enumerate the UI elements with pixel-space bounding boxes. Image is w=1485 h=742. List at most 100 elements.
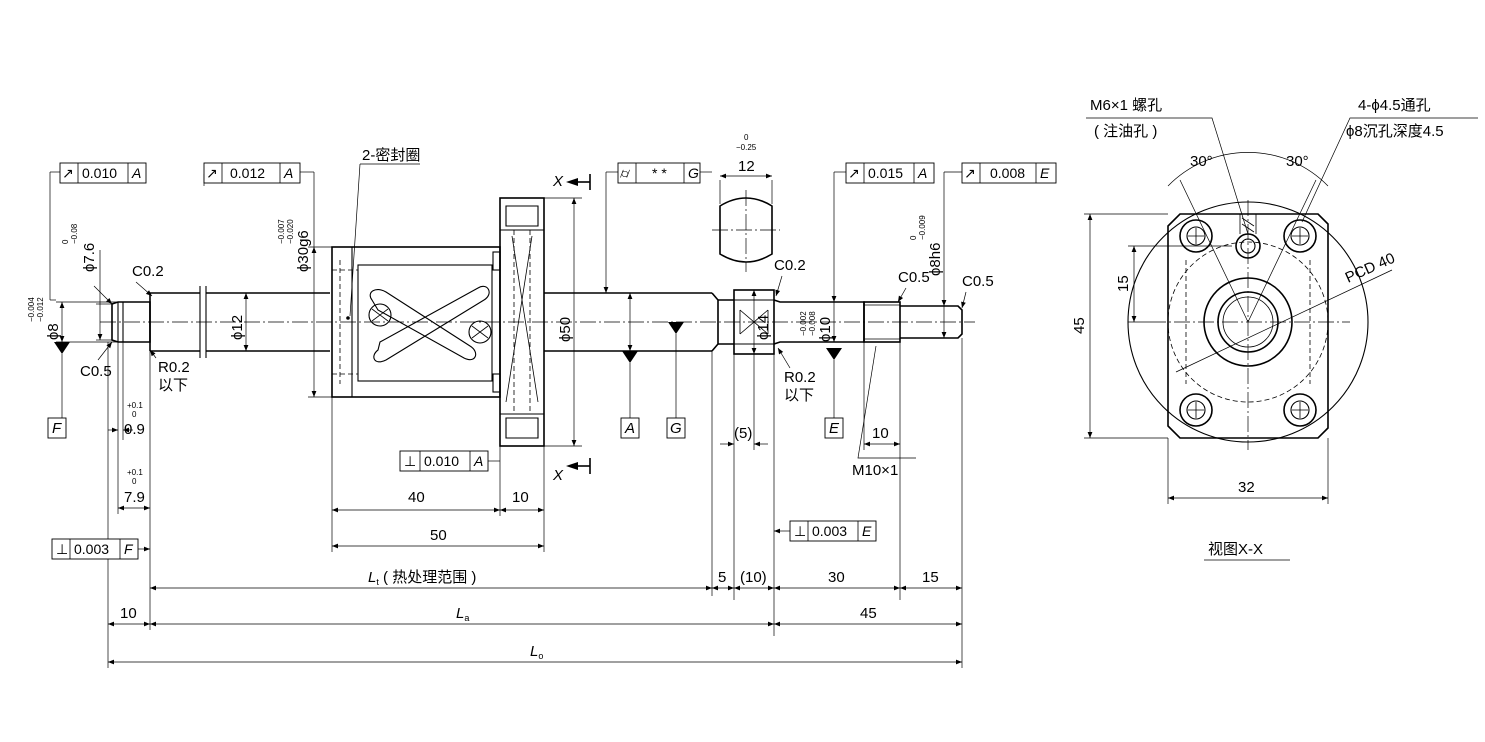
datum-e-label: E bbox=[829, 420, 840, 437]
oil-hole-label: ( 注油孔 ) bbox=[1094, 123, 1157, 140]
d79-tol-bottom: 0 bbox=[132, 477, 137, 486]
d79-tol-top: +0.1 bbox=[127, 468, 143, 477]
lo-label: Lo bbox=[530, 643, 543, 661]
d15-label: 15 bbox=[922, 569, 939, 586]
counterbore-label: ϕ8沉孔深度4.5 bbox=[1346, 123, 1444, 140]
d09-tol-top: +0.1 bbox=[127, 401, 143, 410]
c05-right-leader bbox=[897, 287, 907, 303]
svg-text:↗: ↗ bbox=[848, 165, 860, 181]
phi8-label: ϕ8 bbox=[45, 323, 62, 340]
tolerance-frame-1: ↗ 0.010 A bbox=[59, 162, 147, 184]
phi8-tol-bottom: −0.012 bbox=[36, 297, 45, 322]
shaft-break-mark bbox=[199, 286, 207, 358]
w12-label: 12 bbox=[738, 158, 755, 175]
shaft-end-chamfer bbox=[711, 292, 719, 352]
svg-text:A: A bbox=[131, 165, 141, 181]
d10-m-label: 10 bbox=[872, 425, 889, 442]
return-tube bbox=[368, 251, 501, 393]
d45-label: 45 bbox=[860, 605, 877, 622]
svg-text:↗: ↗ bbox=[206, 165, 218, 181]
flats-end-view bbox=[712, 173, 780, 272]
tolerance-frames: ↗ 0.010 A ↗ 0.012 A ⌭ * * G ↗ 0.015 A bbox=[50, 162, 1057, 560]
phi7-6-tol-top: 0 bbox=[61, 239, 70, 244]
nut-flange bbox=[499, 197, 545, 447]
svg-text:* *: * * bbox=[652, 165, 667, 181]
tolerance-frame-5: ↗ 0.008 E bbox=[961, 162, 1057, 184]
d5p-label: (5) bbox=[734, 425, 752, 442]
svg-text:↗: ↗ bbox=[62, 165, 74, 181]
angle-line-right bbox=[1247, 179, 1317, 323]
phi7-6-tol-bottom: −0.08 bbox=[70, 223, 79, 244]
d09-label: 0.9 bbox=[124, 421, 145, 438]
phi14-label: ϕ14 bbox=[755, 315, 772, 340]
c05-end-label: C0.5 bbox=[962, 273, 994, 290]
svg-text:⌭: ⌭ bbox=[620, 165, 630, 181]
r02-left-label: R0.2 bbox=[158, 359, 190, 376]
angle-right-label: 30° bbox=[1286, 153, 1309, 170]
svg-text:0.010: 0.010 bbox=[82, 165, 117, 181]
svg-text:G: G bbox=[688, 165, 699, 181]
section-label-bottom: X bbox=[552, 467, 564, 484]
phi8h6-tol-top: 0 bbox=[909, 235, 918, 240]
d30-label: 30 bbox=[828, 569, 845, 586]
section-arrow-bottom-head bbox=[566, 462, 578, 470]
svg-text:A: A bbox=[473, 453, 483, 469]
seal-label: 2-密封圈 bbox=[362, 147, 420, 164]
d09-tol-bottom: 0 bbox=[132, 410, 137, 419]
svg-text:↗: ↗ bbox=[964, 165, 976, 181]
d10p-label: (10) bbox=[740, 569, 767, 586]
svg-text:F: F bbox=[124, 541, 134, 557]
tolerance-frame-2: ↗ 0.012 A bbox=[203, 162, 301, 184]
datum-f-label: F bbox=[52, 420, 62, 437]
section-label-top: X bbox=[552, 173, 564, 190]
c02-right-label: C0.2 bbox=[774, 257, 806, 274]
svg-text:0.003: 0.003 bbox=[74, 541, 109, 557]
svg-text:⊥: ⊥ bbox=[404, 453, 416, 469]
phi7-6-label: ϕ7.6 bbox=[81, 243, 98, 272]
bolt-holes bbox=[1179, 219, 1317, 427]
phi8-tol-top: −0.004 bbox=[27, 297, 36, 322]
phi8h6-tol-bottom: −0.009 bbox=[918, 215, 927, 240]
datum-e-triangle bbox=[826, 348, 842, 360]
m10-leader bbox=[857, 345, 916, 459]
phi30-tol-top: −0.007 bbox=[277, 219, 286, 244]
d10-left-label: 10 bbox=[120, 605, 137, 622]
flange-outline bbox=[1167, 213, 1329, 439]
thru-hole-label: 4-ϕ4.5通孔 bbox=[1358, 97, 1431, 114]
w12-tol-top: 0 bbox=[744, 133, 749, 142]
w12-tol-bottom: −0.25 bbox=[736, 143, 757, 152]
tolerance-frame-3: ⌭ * * G bbox=[617, 162, 701, 184]
phi30-tol-bottom: −0.020 bbox=[286, 219, 295, 244]
svg-text:⊥: ⊥ bbox=[56, 541, 68, 557]
datum-g-triangle bbox=[668, 322, 684, 334]
svg-text:0.010: 0.010 bbox=[424, 453, 459, 469]
c02-left-leader bbox=[135, 281, 153, 297]
below-right-label: 以下 bbox=[784, 387, 814, 404]
right-journal bbox=[900, 305, 963, 339]
d40-label: 40 bbox=[408, 489, 425, 506]
c02-right-leader bbox=[775, 275, 783, 297]
v45-label: 45 bbox=[1071, 317, 1088, 334]
oil-hole-point bbox=[346, 316, 350, 320]
angle-line-left bbox=[1179, 179, 1249, 323]
d10-nut-label: 10 bbox=[512, 489, 529, 506]
tap-hole-leader bbox=[1086, 117, 1249, 235]
phi10-tol-bottom: −0.008 bbox=[808, 311, 817, 336]
seal-leader bbox=[349, 163, 420, 317]
datum-g-label: G bbox=[670, 420, 682, 437]
m10-label: M10×1 bbox=[852, 462, 898, 479]
svg-text:A: A bbox=[283, 165, 293, 181]
c05-left-label: C0.5 bbox=[80, 363, 112, 380]
datum-a-triangle bbox=[622, 351, 638, 363]
phi8h6-label: ϕ8h6 bbox=[927, 243, 944, 276]
tolerance-frame-4: ↗ 0.015 A bbox=[845, 162, 935, 184]
neck bbox=[718, 299, 734, 345]
c05-right-label: C0.5 bbox=[898, 269, 930, 286]
phi50-label: ϕ50 bbox=[557, 317, 574, 342]
phi10-label: ϕ10 bbox=[817, 317, 834, 342]
datum-a-box bbox=[620, 417, 640, 439]
svg-text:A: A bbox=[917, 165, 927, 181]
svg-text:0.015: 0.015 bbox=[868, 165, 903, 181]
d79-label: 7.9 bbox=[124, 489, 145, 506]
